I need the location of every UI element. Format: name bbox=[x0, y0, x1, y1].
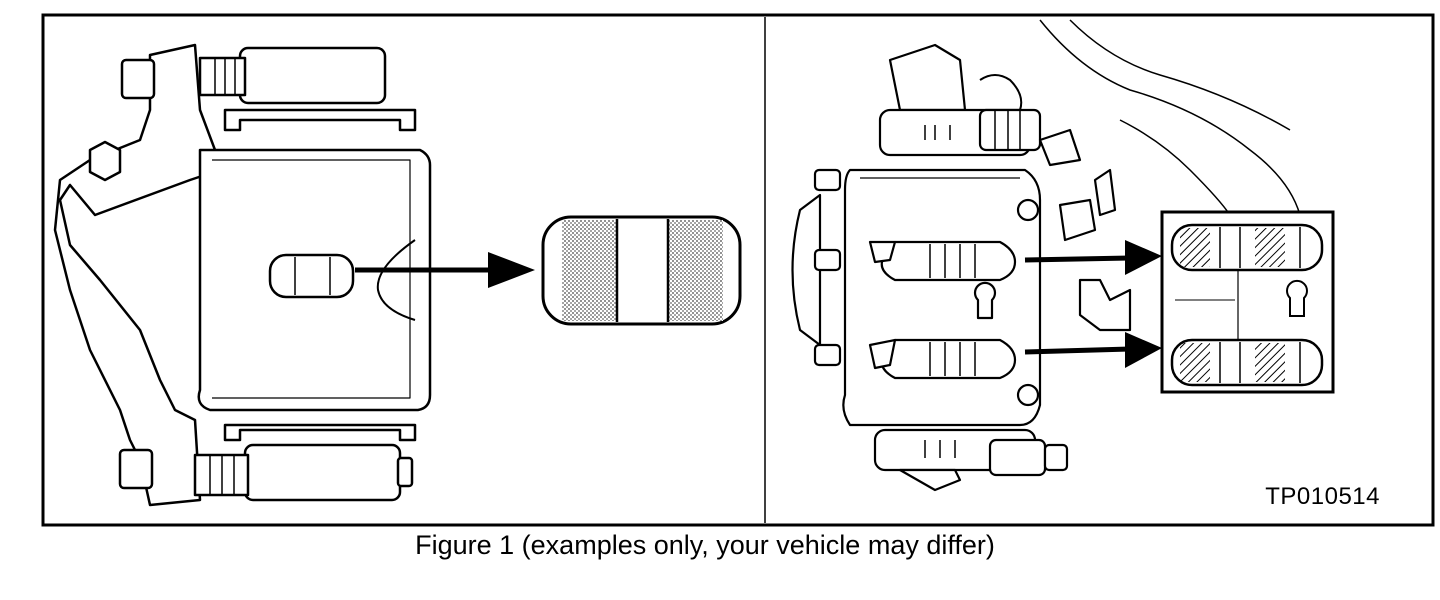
right-arrow-upper bbox=[1024, 240, 1162, 275]
right-pad-detail bbox=[1160, 210, 1335, 394]
figure-code: TP010514 bbox=[1265, 483, 1380, 510]
right-arrow-lower bbox=[1024, 332, 1162, 368]
left-caliper bbox=[53, 43, 432, 507]
left-arrow bbox=[355, 252, 535, 288]
figure-caption: Figure 1 (examples only, your vehicle ma… bbox=[415, 530, 995, 560]
left-pad-detail bbox=[541, 215, 742, 326]
right-caliper bbox=[791, 19, 1301, 492]
figure-border bbox=[41, 13, 1435, 527]
